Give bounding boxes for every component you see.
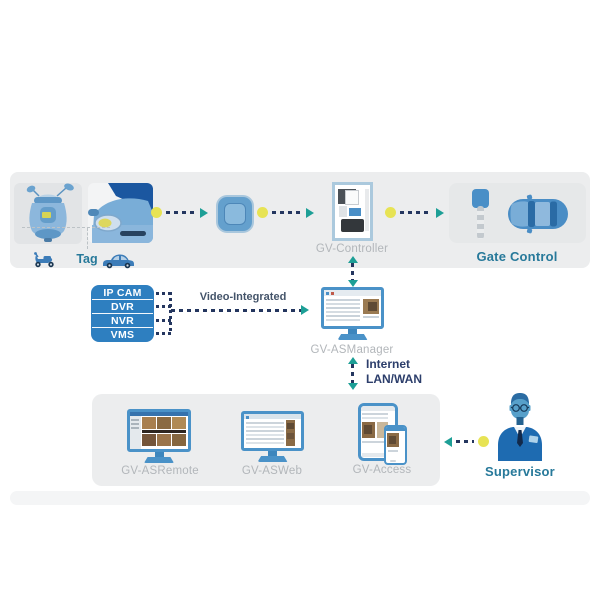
dashed-line xyxy=(166,211,196,214)
rfid-reader-icon xyxy=(218,197,252,231)
supervisor-label: Supervisor xyxy=(485,464,555,479)
dashed-line xyxy=(171,308,301,312)
connector-ip-cam xyxy=(156,292,171,295)
arrow-video-to-manager xyxy=(171,305,309,315)
arrowhead-down-icon xyxy=(347,383,358,390)
arrow-manager-clients xyxy=(347,357,358,390)
car-front-icon xyxy=(88,183,153,243)
arrowhead-left-icon xyxy=(444,436,452,447)
internet-label: Internet xyxy=(366,357,411,371)
monitor-base xyxy=(144,457,174,463)
arrow-reader-to-controller xyxy=(257,207,314,218)
car-top-icon xyxy=(508,194,568,234)
video-source-dvr: DVR xyxy=(92,299,153,313)
arrow-supervisor-to-access xyxy=(444,436,489,447)
video-source-stack: IP CAM DVR NVR VMS xyxy=(92,286,153,341)
monitor-screen xyxy=(321,287,384,329)
gv-controller-label: GV-Controller xyxy=(315,243,389,255)
barrier-pole xyxy=(477,206,484,239)
gv-asmanager-monitor xyxy=(321,287,384,340)
monitor-screen xyxy=(127,409,191,452)
footer-shade xyxy=(10,491,590,505)
gv-controller-image xyxy=(332,182,373,241)
arrowhead-right-icon xyxy=(436,207,444,218)
gate-control-label: Gate Control xyxy=(476,249,558,264)
arrowhead-right-icon xyxy=(301,305,309,315)
gv-asweb-label: GV-ASWeb xyxy=(241,465,303,477)
monitor-base xyxy=(337,334,368,340)
monitor-neck xyxy=(154,452,164,457)
dashed-line xyxy=(456,440,474,443)
dashed-line xyxy=(351,263,354,280)
dashed-line xyxy=(351,364,354,383)
car-front-tile xyxy=(88,183,153,243)
arrow-origin-dot xyxy=(151,207,162,218)
tag-pointer-line-vertical xyxy=(87,228,88,249)
monitor-base xyxy=(257,456,288,462)
internet-lan-wan-label: Internet LAN/WAN xyxy=(366,357,422,387)
gv-asremote-label: GV-ASRemote xyxy=(121,465,199,477)
gv-asweb-monitor xyxy=(241,411,304,462)
video-source-ip-cam: IP CAM xyxy=(103,286,142,299)
arrowhead-up-icon xyxy=(347,357,358,364)
arrow-controller-manager xyxy=(347,256,358,287)
connector-vertical-bus xyxy=(169,292,172,334)
video-source-vms: VMS xyxy=(92,327,153,341)
scooter-front-icon xyxy=(26,183,74,242)
arrowhead-down-icon xyxy=(347,280,358,287)
phone-icon xyxy=(384,425,407,465)
tag-pointer-line xyxy=(22,227,110,228)
monitor-screen xyxy=(241,411,304,451)
gv-access-label: GV-Access xyxy=(352,464,412,476)
arrowhead-up-icon xyxy=(347,256,358,263)
arrowhead-right-icon xyxy=(306,207,314,218)
arrow-origin-dot xyxy=(385,207,396,218)
barrier-gate-icon xyxy=(472,189,489,208)
scooter-front-tile xyxy=(14,183,82,244)
arrow-origin-dot xyxy=(478,436,489,447)
monitor-neck xyxy=(348,329,357,334)
connector-dvr xyxy=(156,305,171,308)
arrow-vehicle-to-reader xyxy=(151,207,208,218)
dashed-line xyxy=(272,211,302,214)
tag-label: Tag xyxy=(76,252,98,266)
gate-control-box xyxy=(449,183,586,243)
connector-vms xyxy=(156,332,171,335)
gv-asmanager-label: GV-ASManager xyxy=(310,344,394,356)
arrow-controller-to-gate xyxy=(385,207,444,218)
supervisor-icon xyxy=(498,393,542,461)
gv-asremote-monitor xyxy=(127,409,191,463)
connector-nvr xyxy=(156,319,171,322)
video-source-nvr: NVR xyxy=(92,313,153,327)
video-integrated-label: Video-Integrated xyxy=(199,291,287,303)
lan-wan-label: LAN/WAN xyxy=(366,372,422,386)
arrowhead-right-icon xyxy=(200,207,208,218)
arrow-origin-dot xyxy=(257,207,268,218)
monitor-neck xyxy=(268,451,277,456)
car-side-icon xyxy=(103,254,134,269)
scooter-side-icon xyxy=(34,252,54,268)
dashed-line xyxy=(400,211,432,214)
